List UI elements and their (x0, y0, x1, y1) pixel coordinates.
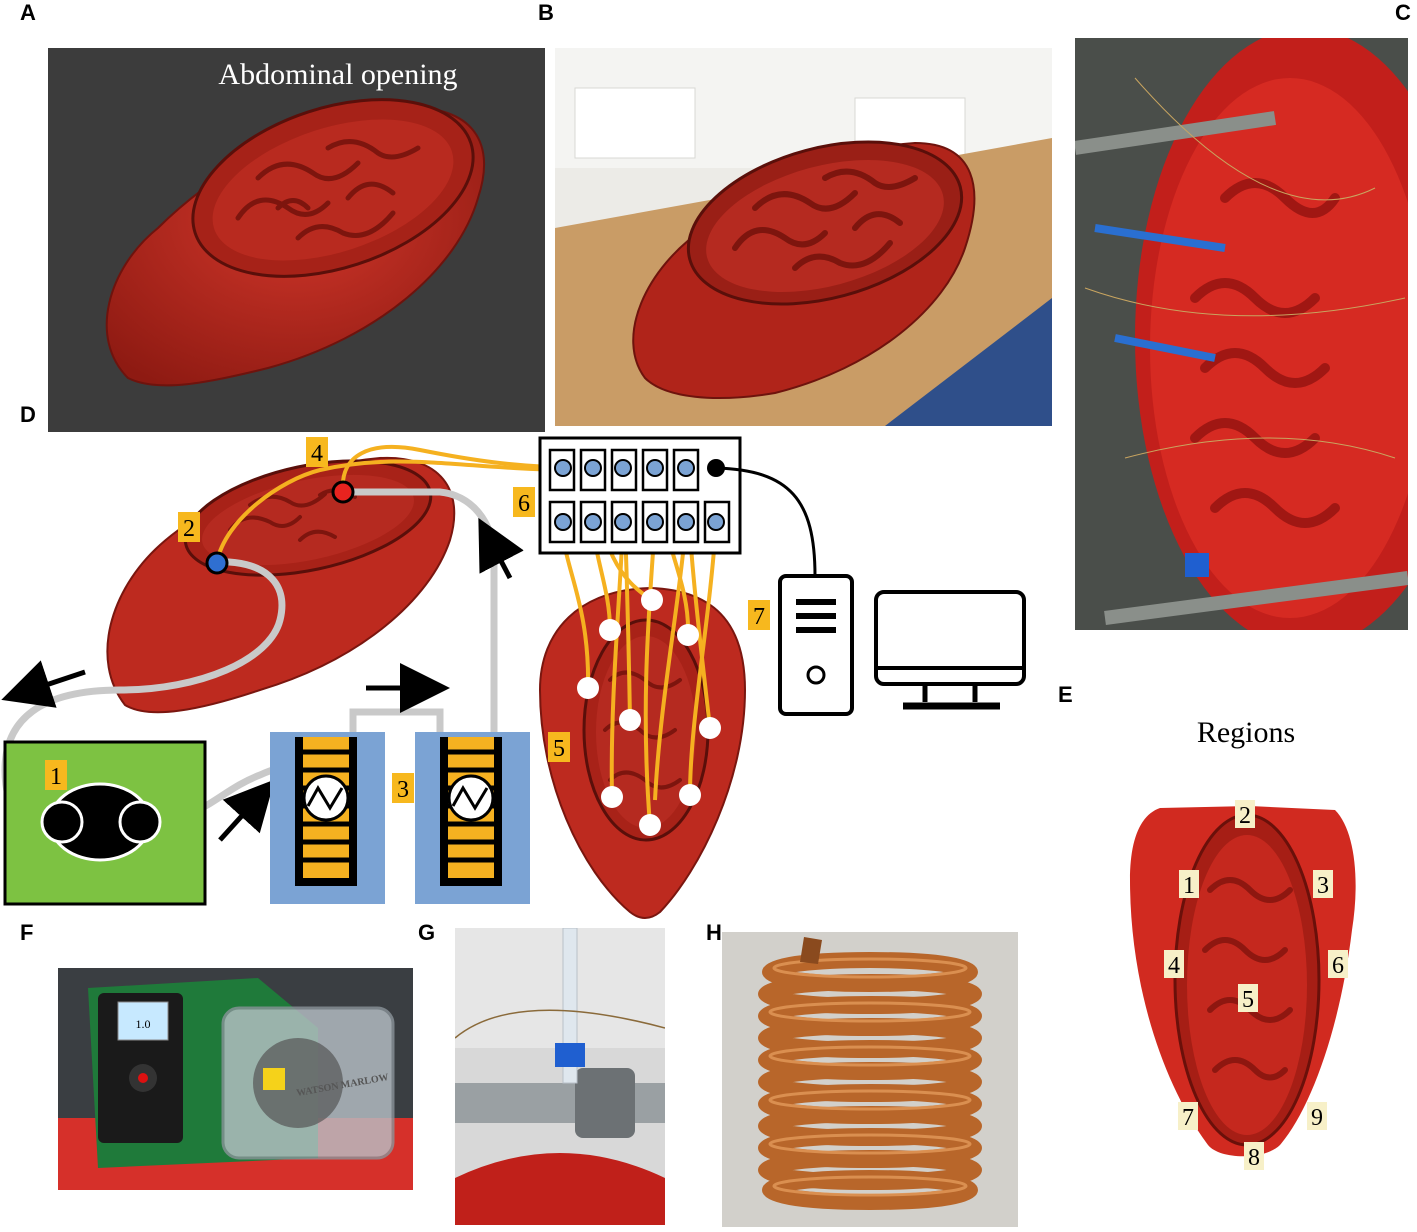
panel-letter-d: D (20, 402, 36, 427)
sensor-mount-photo (455, 928, 665, 1225)
printed-model-photo (555, 48, 1052, 426)
flow-arrow-icon (1, 660, 86, 708)
label-1: 1 (50, 764, 62, 790)
region-labels: 2 1 3 4 5 6 7 8 9 (1164, 800, 1348, 1171)
water-bath-left (270, 732, 385, 904)
panel-letter-e: E (1058, 682, 1073, 707)
region-9: 9 (1311, 1105, 1323, 1131)
data-acquisition-unit (538, 436, 742, 555)
panel-a-render: Abdominal opening (48, 48, 545, 432)
instrumented-model-photo (1075, 38, 1408, 630)
label-7: 7 (753, 604, 765, 630)
panel-a-title: Abdominal opening (218, 58, 457, 91)
pump-display: 1.0 (136, 1017, 151, 1031)
water-bath-right (415, 732, 530, 904)
panel-letter-a: A (20, 0, 36, 25)
label-5: 5 (553, 736, 565, 762)
monitor-icon (874, 590, 1026, 710)
region-1: 1 (1183, 873, 1195, 899)
label-4: 4 (311, 441, 323, 467)
panel-h-photo (722, 932, 1018, 1227)
flow-arrow-icon (478, 517, 524, 580)
panel-f-photo: 1.0 WATSON MARLOW (58, 968, 413, 1190)
schematic-labels: 1 2 3 4 5 6 7 (45, 437, 770, 803)
label-6: 6 (518, 491, 530, 517)
panel-letter-b: B (538, 0, 554, 25)
sensor-model (538, 586, 747, 919)
abdomen-model (106, 456, 456, 714)
panel-e-regions: Regions 2 1 3 4 5 6 7 8 9 (1130, 716, 1356, 1171)
panel-b-photo (555, 48, 1052, 426)
region-6: 6 (1332, 953, 1344, 979)
panel-letter-g: G (418, 920, 436, 945)
region-5: 5 (1242, 987, 1254, 1013)
daq-cable (715, 466, 817, 577)
region-3: 3 (1317, 873, 1329, 899)
region-7: 7 (1182, 1105, 1194, 1131)
inlet-port-icon (205, 551, 229, 575)
orange-wiring (215, 445, 591, 563)
region-8: 8 (1248, 1145, 1260, 1171)
label-3: 3 (397, 777, 409, 803)
region-4: 4 (1168, 953, 1180, 979)
panel-letter-f: F (20, 920, 34, 945)
outlet-port-icon (331, 480, 355, 504)
sensor-points (577, 589, 721, 836)
abdomen-model-render: Abdominal opening (105, 58, 486, 387)
panel-letter-c: C (1395, 0, 1411, 25)
peristaltic-pump (3, 740, 207, 906)
panel-e-title: Regions (1197, 716, 1295, 749)
flow-arrow-icon (218, 779, 275, 842)
panel-c-photo (1075, 38, 1408, 630)
copper-coil-photo (722, 932, 1018, 1227)
panel-g-photo (455, 928, 665, 1225)
panel-letter-h: H (706, 920, 722, 945)
panel-d-schematic: 1 2 3 4 5 6 7 (1, 436, 1026, 919)
pump-photo: 1.0 WATSON MARLOW (58, 968, 413, 1190)
region-2: 2 (1239, 803, 1251, 829)
label-2: 2 (183, 516, 195, 542)
computer-tower-icon (778, 574, 854, 716)
